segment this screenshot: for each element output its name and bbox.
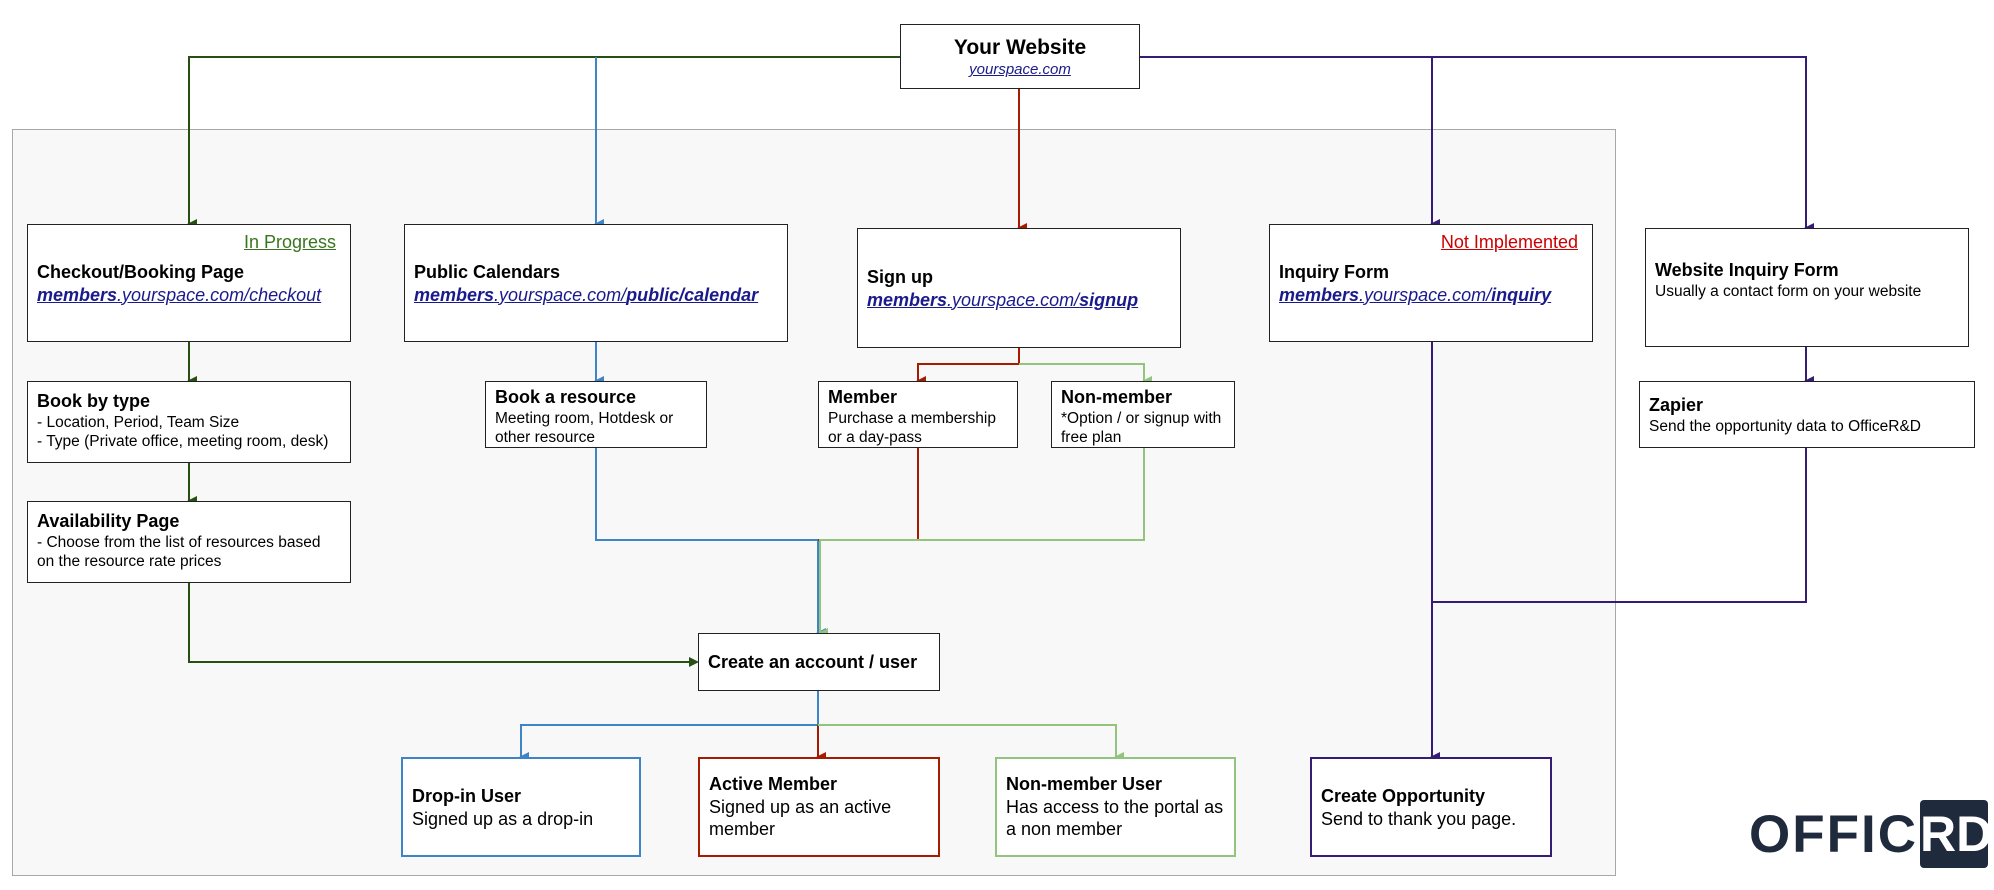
status-badge: Not Implemented [1440,232,1578,252]
checkout-title: Checkout/Booking Page [37,262,245,282]
book-by-type-line1: - Location, Period, Team Size [37,413,240,431]
book-resource-desc: Meeting room, Hotdesk or other resource [495,409,674,446]
checkout-url[interactable]: members.yourspace.com/checkout [37,284,322,305]
non-member-title: Non-member [1061,387,1173,407]
dropin-user-node: Drop-in User Signed up as a drop-in [401,757,641,857]
inquiry-form-title: Inquiry Form [1279,262,1390,282]
dropin-title: Drop-in User [412,786,522,806]
edge-account-nonmemberuser [818,724,1124,762]
website-inquiry-title: Website Inquiry Form [1655,260,1839,280]
inquiry-form-node: Not Implemented Inquiry Form members.you… [1269,224,1593,342]
create-account-node: Create an account / user [698,633,940,691]
logo-text: OFFICE [1749,805,1956,864]
status-badge: In Progress [243,232,336,252]
edge-zapier-opportunity [1432,448,1807,603]
book-by-type-node: Book by type - Location, Period, Team Si… [27,381,351,463]
zapier-desc: Send the opportunity data to OfficeR&D [1649,417,1921,435]
member-title: Member [828,387,898,407]
member-desc: Purchase a membership or a day-pass [828,409,996,446]
signup-node: Sign up members.yourspace.com/signup [857,228,1181,348]
signup-url[interactable]: members.yourspace.com/signup [867,289,1139,310]
inquiry-form-url[interactable]: members.yourspace.com/inquiry [1279,284,1552,305]
nonmember-user-title: Non-member User [1006,774,1163,794]
active-member-desc: Signed up as an active member [709,796,892,840]
edge-website-checkout [187,56,900,229]
edge-resource-account [595,448,826,638]
public-calendars-url[interactable]: members.yourspace.com/public/calendar [414,284,759,305]
opportunity-desc: Send to thank you page. [1321,808,1517,829]
availability-title: Availability Page [37,511,180,531]
member-node: Member Purchase a membership or a day-pa… [818,381,1018,448]
edge-availability-account [188,583,699,667]
nonmember-user-desc: Has access to the portal as a non member [1006,796,1224,840]
zapier-title: Zapier [1649,395,1704,415]
website-url[interactable]: yourspace.com [969,61,1071,79]
edge-signup-member [916,348,1020,386]
active-member-node: Active Member Signed up as an active mem… [698,757,940,857]
active-member-title: Active Member [709,774,838,794]
create-opportunity-node: Create Opportunity Send to thank you pag… [1310,757,1552,857]
dropin-desc: Signed up as a drop-in [412,808,594,829]
public-calendars-title: Public Calendars [414,262,561,282]
create-account-title: Create an account / user [708,652,918,672]
opportunity-title: Create Opportunity [1321,786,1486,806]
website-inquiry-desc: Usually a contact form on your website [1655,282,1922,300]
edge-website-inquiry [1139,56,1814,233]
book-resource-title: Book a resource [495,387,637,407]
logo-badge: RD [1920,800,1992,868]
public-calendars-node: Public Calendars members.yourspace.com/p… [404,224,788,342]
nonmember-user-node: Non-member User Has access to the portal… [995,757,1236,857]
book-resource-node: Book a resource Meeting room, Hotdesk or… [485,381,707,448]
book-by-type-line2: - Type (Private office, meeting room, de… [37,432,329,450]
non-member-node: Non-member *Option / or signup with free… [1051,381,1235,448]
edge-signup-nonmember [1019,363,1152,386]
availability-node: Availability Page - Choose from the list… [27,501,351,583]
edge-nonmember-account [818,448,1145,638]
website-title: Your Website [953,36,1087,59]
non-member-desc: *Option / or signup with free plan [1061,409,1222,446]
availability-desc: - Choose from the list of resources base… [37,533,321,570]
signup-title: Sign up [867,267,933,287]
edge-member-account [818,448,919,541]
website-inquiry-node: Website Inquiry Form Usually a contact f… [1645,228,1969,347]
website-node: Your Website yourspace.com [900,24,1140,89]
zapier-node: Zapier Send the opportunity data to Offi… [1639,381,1975,448]
edge-account-dropin [519,691,819,762]
checkout-node: In Progress Checkout/Booking Page member… [27,224,351,342]
book-by-type-title: Book by type [37,391,151,411]
